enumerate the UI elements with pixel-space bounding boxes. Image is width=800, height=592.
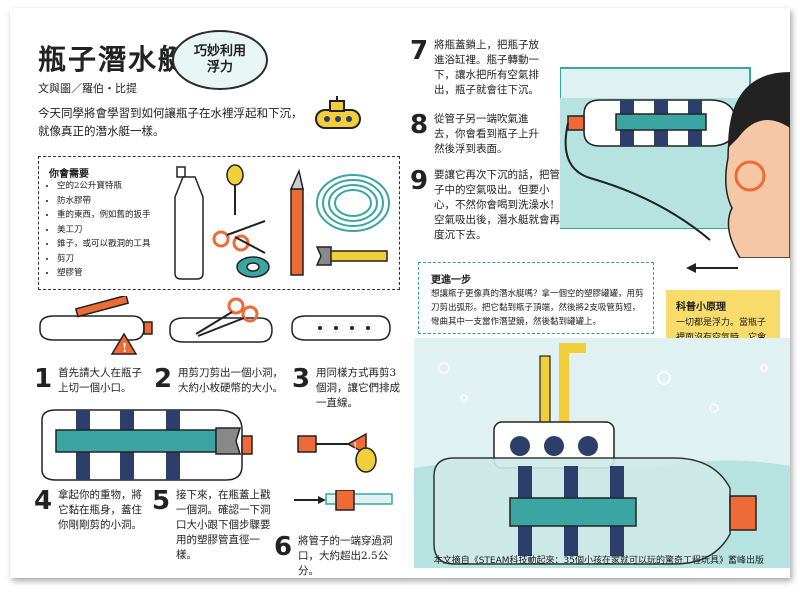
step-text: 拿起你的重物，將它黏在瓶身，蓋住你剛剛剪的小洞。 <box>58 489 142 531</box>
materials-item: 剪刀 <box>57 252 151 267</box>
subtitle-badge: 巧妙利用 浮力 <box>172 30 268 90</box>
person-head <box>725 72 790 258</box>
bubbles <box>438 362 768 413</box>
step-text: 將管子的一端穿過洞口，大約超出2.5公分。 <box>298 535 393 577</box>
step-number: 8 <box>410 110 429 140</box>
steps-4-6-illustration: ! <box>41 409 377 481</box>
materials-item: 防水膠帶 <box>57 194 151 209</box>
awl-icon <box>226 164 244 215</box>
intro-text: 今天同學將會學習到如何讓瓶子在水裡浮起和下沉，就像真正的潛水艇一樣。 <box>38 106 303 138</box>
science-heading: 科普小原理 <box>676 302 726 313</box>
extension-box: 更進一步 想讓瓶子更像真的潛水艇嗎？拿一個空的塑膠罐罐，用剪刀剪出弧形。把它黏到… <box>418 262 654 334</box>
article-page: 瓶子潛水艇 巧妙利用 浮力 文與圖／羅伯・比提 今天同學將會學習到如何讓瓶子在水… <box>10 8 790 578</box>
awl-and-cap: ! <box>297 432 377 473</box>
source-note: 本文摘自《STEAM科技動起來：35個小孩在家就可以玩的驚奇工程玩具》蓄峰出版 <box>433 556 764 566</box>
step-text: 將瓶蓋鎖上，把瓶子放進浴缸裡。瓶子轉動一下，讓水把所有空氣排出，瓶子就會往下沉。 <box>434 39 539 96</box>
badge-label: 巧妙利用 浮力 <box>193 44 246 75</box>
step-number: 1 <box>34 364 53 394</box>
step-number: 7 <box>410 36 429 66</box>
step-number: 5 <box>152 486 171 516</box>
step-text: 接下來，在瓶蓋上戳一個洞。確認一下洞口大小跟下個步驟要用的塑膠管直徑一樣。 <box>176 489 271 561</box>
tube-icon <box>316 174 390 232</box>
author-credit: 文與圖／羅伯・比提 <box>38 82 137 95</box>
bottle-icon <box>174 166 204 280</box>
bottle-with-scissors <box>169 297 273 343</box>
materials-item: 錐子，或可以戳洞的工具 <box>57 237 151 252</box>
svg-text:!: ! <box>353 442 357 453</box>
materials-heading: 你會需要 <box>49 169 89 180</box>
step-number: 6 <box>274 532 293 562</box>
step-text: 用同樣方式再剪3個洞，讓它們排成一直線。 <box>316 367 400 409</box>
materials-list: 空的2公升寶特瓶 防水膠帶 重的東西，例如舊的扳手 美工刀 錐子，或可以戳洞的工… <box>45 179 151 281</box>
page-title: 瓶子潛水艇 <box>38 43 189 76</box>
tape-icon <box>236 256 270 278</box>
steps-1-3-illustration: ! <box>39 296 391 355</box>
materials-box: 你會需要 空的2公升寶特瓶 防水膠帶 重的東西，例如舊的扳手 美工刀 錐子，或可… <box>38 156 400 290</box>
bottle-submarine-illustration <box>414 338 790 568</box>
utility-knife-icon <box>289 168 304 276</box>
bathtub-illustration <box>560 67 790 258</box>
materials-item: 重的東西，例如舊的扳手 <box>57 208 151 223</box>
svg-text:!: ! <box>122 341 127 355</box>
step-text: 要讓它再次下沉的話，把管子中的空氣吸出。但要小心，不然你會喝到洗澡水！空氣吸出後… <box>434 169 560 241</box>
step-text: 用剪刀剪出一個小洞，大約小枚硬幣的大小。 <box>178 367 283 394</box>
large-bottle <box>433 457 757 565</box>
bottle-with-holes <box>291 315 391 341</box>
wrench-icon <box>315 246 388 266</box>
materials-illustration <box>174 164 390 280</box>
step-number: 9 <box>410 166 429 196</box>
tube-through-cap-illustration <box>294 490 393 511</box>
submerged-bottle <box>567 99 737 147</box>
bottle-with-knife: ! <box>39 296 153 355</box>
submarine-icon <box>315 96 361 129</box>
arrow-left-icon <box>686 263 738 273</box>
materials-item: 塑膠管 <box>57 266 151 281</box>
extension-text: 想讓瓶子更像真的潛水艇嗎？拿一個空的塑膠罐罐，用剪刀剪出弧形。把它黏到瓶子頂端，… <box>431 289 644 327</box>
extension-heading: 更進一步 <box>431 275 471 286</box>
materials-item: 空的2公升寶特瓶 <box>57 179 151 194</box>
step-text: 首先請大人在瓶子上切一個小口。 <box>58 367 142 394</box>
materials-item: 美工刀 <box>57 223 151 238</box>
step-number: 4 <box>34 486 53 516</box>
top-dome <box>493 421 615 469</box>
air-tube <box>564 122 711 241</box>
scissors-icon <box>212 220 266 254</box>
step-text: 從管子另一端吹氣進去，你會看到瓶子上升然後浮到表面。 <box>434 113 539 155</box>
step-number: 2 <box>154 364 173 394</box>
bottle-with-wrench <box>41 409 253 481</box>
step-number: 3 <box>292 364 311 394</box>
